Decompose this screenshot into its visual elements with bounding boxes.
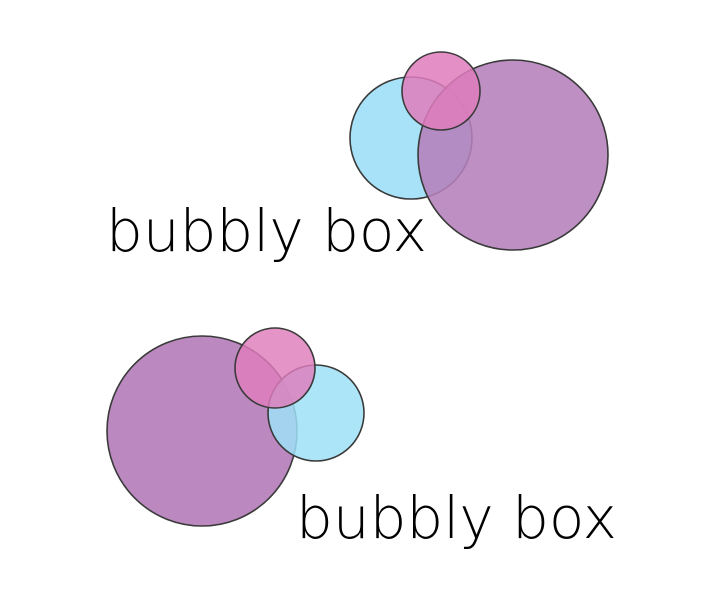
logo-2-wordmark: bubbly box xyxy=(296,484,617,552)
logo-2-pink-bubble xyxy=(234,327,316,409)
logo-1-wordmark: bubbly box xyxy=(106,197,427,265)
logo-1-pink-bubble xyxy=(401,51,481,131)
